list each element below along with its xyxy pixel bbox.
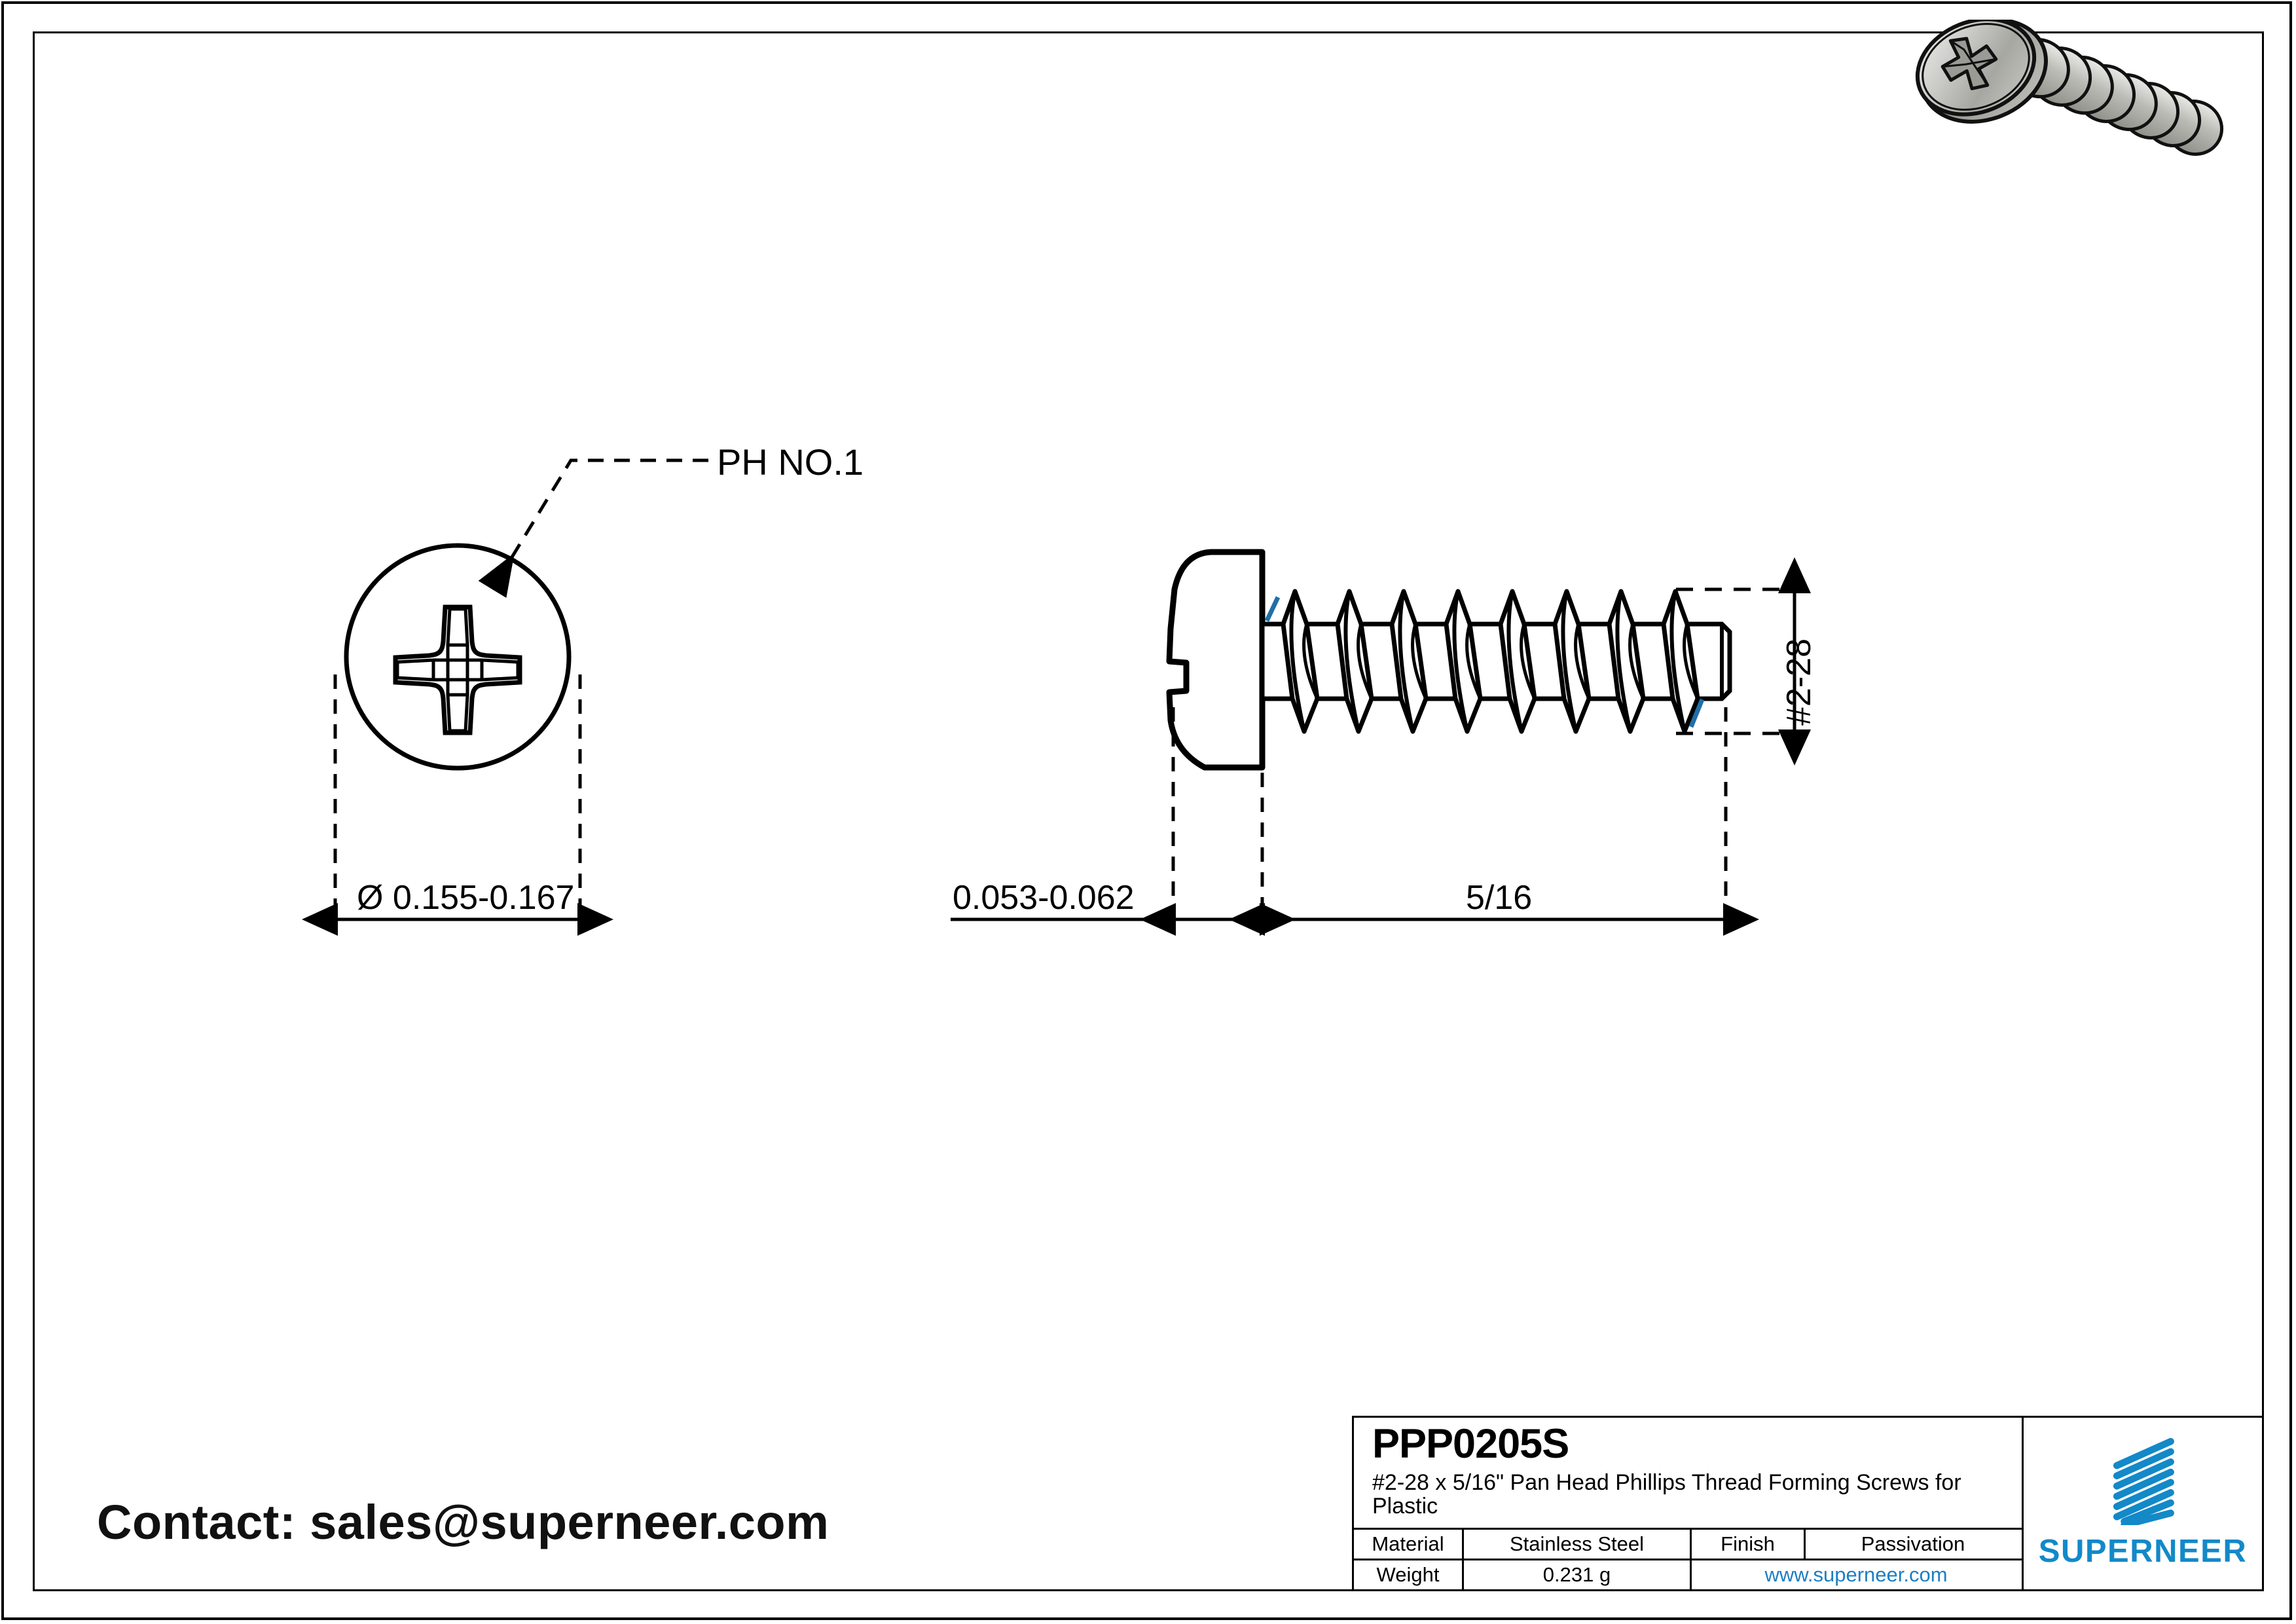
ph-number-label: PH NO.1	[717, 441, 864, 483]
material-label: Material	[1354, 1530, 1464, 1559]
contact-line: Contact: sales@superneer.com	[97, 1495, 829, 1549]
material-row: Material Stainless Steel Finish Passivat…	[1354, 1530, 2022, 1560]
title-block: PPP0205S #2-28 x 5/16" Pan Head Phillips…	[1352, 1416, 2264, 1591]
website-link[interactable]: www.superneer.com	[1764, 1563, 1948, 1586]
weight-row: Weight 0.231 g www.superneer.com	[1354, 1560, 2022, 1589]
title-block-header: PPP0205S #2-28 x 5/16" Pan Head Phillips…	[1354, 1418, 2022, 1530]
render-head-inner-ring	[1922, 22, 2030, 111]
weight-label: Weight	[1354, 1560, 1464, 1589]
superneer-wordmark: SUPERNEER	[2038, 1534, 2248, 1569]
title-block-info: PPP0205S #2-28 x 5/16" Pan Head Phillips…	[1354, 1418, 2024, 1589]
finish-label: Finish	[1692, 1530, 1806, 1559]
part-number: PPP0205S	[1372, 1421, 1569, 1467]
weight-value: 0.231 g	[1464, 1560, 1692, 1589]
material-value: Stainless Steel	[1464, 1530, 1692, 1559]
part-description: #2-28 x 5/16" Pan Head Phillips Thread F…	[1372, 1470, 1961, 1519]
thread-size-dimension-label: #2-28	[1780, 638, 1818, 726]
sheet-inner-border	[33, 31, 2264, 1591]
finish-value: Passivation	[1861, 1532, 1965, 1555]
screw-3d-render	[1915, 20, 2224, 156]
head-height-dimension-label: 0.053-0.062	[953, 879, 1135, 917]
superneer-logo-icon	[2113, 1437, 2174, 1525]
render-phillips-recess	[1941, 37, 1998, 90]
thread-length-dimension-label: 5/16	[1466, 879, 1533, 917]
head-diameter-dimension-label: Ø 0.155-0.167	[357, 879, 575, 917]
brand-logo-cell: SUPERNEER	[2024, 1418, 2262, 1589]
